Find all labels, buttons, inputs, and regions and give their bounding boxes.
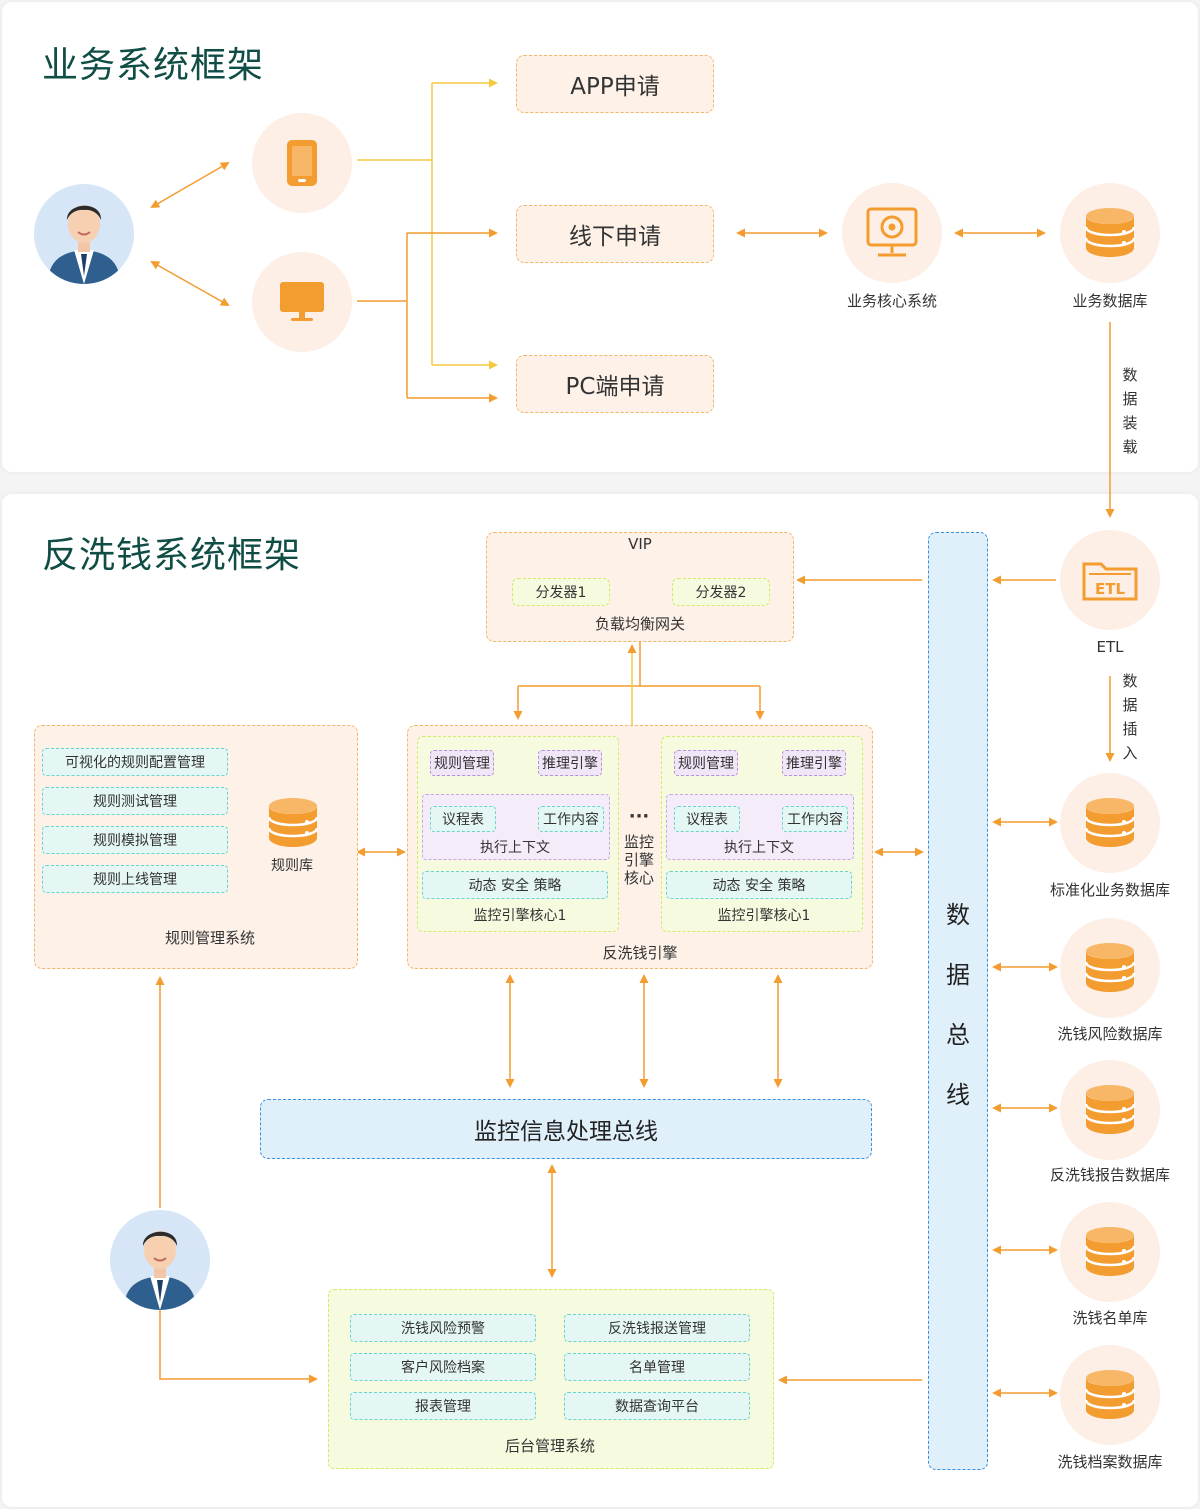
gateway-label: 负载均衡网关 [594,615,685,633]
business-database-node [1060,183,1160,283]
database-icon [1084,1370,1136,1419]
standard-business-db-node [1060,773,1160,873]
etl-node: ETL [1060,530,1160,630]
database-icon [267,798,319,847]
backend-system-label: 后台管理系统 [504,1437,595,1455]
pc-application-box: PC端申请 [516,355,714,413]
data-loading-char: 载 [1122,438,1138,456]
avatar-icon [124,1231,196,1310]
core2-label: 监控引擎核心1 [717,908,811,924]
core2-work-content: 工作内容 [782,806,848,832]
core2-exec-context-label: 执行上下文 [724,840,794,856]
monitor-engine-core-label: 监控 引擎 核心 [619,833,659,887]
data-loading-char: 装 [1122,414,1138,432]
backend-list-management: 名单管理 [564,1353,750,1381]
aml-framework-title: 反洗钱系统框架 [42,535,302,576]
mobile-device [252,113,352,213]
core1-work-content: 工作内容 [538,806,604,832]
data-loading-char: 据 [1122,390,1138,408]
dispatcher-2-label: 分发器2 [695,585,747,601]
database-label: 标准化业务数据库 [1049,881,1170,899]
dispatcher-1: 分发器1 [512,578,610,606]
business-framework-title: 业务系统框架 [42,45,265,86]
vip-label: VIP [628,535,652,553]
rule-test-item: 规则测试管理 [42,787,228,815]
core2-policy: 动态 安全 策略 [666,871,852,899]
offline-application-box: 线下申请 [516,205,714,263]
middle-label-line: 监控 [623,833,654,851]
database-label: 洗钱名单库 [1072,1309,1148,1327]
data-bus-char: 线 [946,1081,970,1109]
database-icon [1084,208,1136,257]
core1-policy: 动态 安全 策略 [422,871,608,899]
dispatcher-2: 分发器2 [672,578,770,606]
business-database-label: 业务数据库 [1072,292,1148,310]
core2-inference-engine: 推理引擎 [782,750,846,776]
data-insert-char: 据 [1122,696,1138,714]
backend-data-query-platform: 数据查询平台 [564,1392,750,1420]
user-avatar [34,184,134,284]
database-label: 洗钱档案数据库 [1057,1453,1163,1471]
pc-device [252,252,352,352]
rule-visual-config-item: 可视化的规则配置管理 [42,748,228,776]
backend-customer-risk-profile: 客户风险档案 [350,1353,536,1381]
data-bus-label: 数 据 总 线 [938,885,978,1125]
backend-report-submission: 反洗钱报送管理 [564,1314,750,1342]
etl-icon: ETL [1082,562,1138,601]
data-bus-char: 据 [946,961,970,989]
data-insert-char: 数 [1122,672,1138,690]
admin-avatar [110,1210,210,1310]
data-bus-char: 总 [946,1021,970,1049]
data-insert-label: 数 据 插 入 [1120,669,1140,765]
aml-archive-db-node [1060,1345,1160,1445]
etl-label: ETL [1096,638,1124,656]
middle-label-line: 核心 [623,869,654,887]
rule-database-icon-holder [266,796,320,850]
rule-system-label: 规则管理系统 [164,929,255,947]
app-application-box: APP申请 [516,55,714,113]
database-label: 洗钱风险数据库 [1057,1025,1163,1043]
data-insert-char: 插 [1122,720,1138,738]
avatar-icon [48,205,120,284]
monitor-icon [280,282,324,321]
svg-text:ETL: ETL [1095,580,1125,598]
backend-report-management: 报表管理 [350,1392,536,1420]
data-loading-label: 数 据 装 载 [1120,363,1140,459]
data-bus-char: 数 [946,901,970,929]
core1-rule-management: 规则管理 [430,750,494,776]
core1-label: 监控引擎核心1 [473,908,567,924]
core1-agenda: 议程表 [430,806,496,832]
aml-report-db-node [1060,1060,1160,1160]
dispatcher-1-label: 分发器1 [535,585,587,601]
data-insert-char: 入 [1122,744,1138,762]
aml-risk-db-node [1060,918,1160,1018]
core-system-node [842,183,942,283]
core1-inference-engine: 推理引擎 [538,750,602,776]
backend-risk-alert: 洗钱风险预警 [350,1314,536,1342]
core1-exec-context-label: 执行上下文 [480,840,550,856]
aml-engine-label: 反洗钱引擎 [602,944,678,962]
data-loading-char: 数 [1122,366,1138,384]
monitor-info-bus: 监控信息处理总线 [260,1099,872,1159]
rule-database-label: 规则库 [271,858,313,874]
database-icon [1084,1085,1136,1134]
phone-icon [287,140,317,186]
database-label: 反洗钱报告数据库 [1049,1166,1170,1184]
core-system-label: 业务核心系统 [846,292,937,310]
core2-agenda: 议程表 [674,806,740,832]
database-icon [1084,1227,1136,1276]
database-icon [1084,943,1136,992]
aml-list-db-node [1060,1202,1160,1302]
database-icon [1084,798,1136,847]
core-system-icon [866,207,918,257]
rule-simulation-item: 规则模拟管理 [42,826,228,854]
core2-rule-management: 规则管理 [674,750,738,776]
middle-label-line: 引擎 [623,851,654,869]
rule-launch-item: 规则上线管理 [42,865,228,893]
data-bus [928,532,988,1470]
engine-ellipsis: ··· [628,806,650,827]
